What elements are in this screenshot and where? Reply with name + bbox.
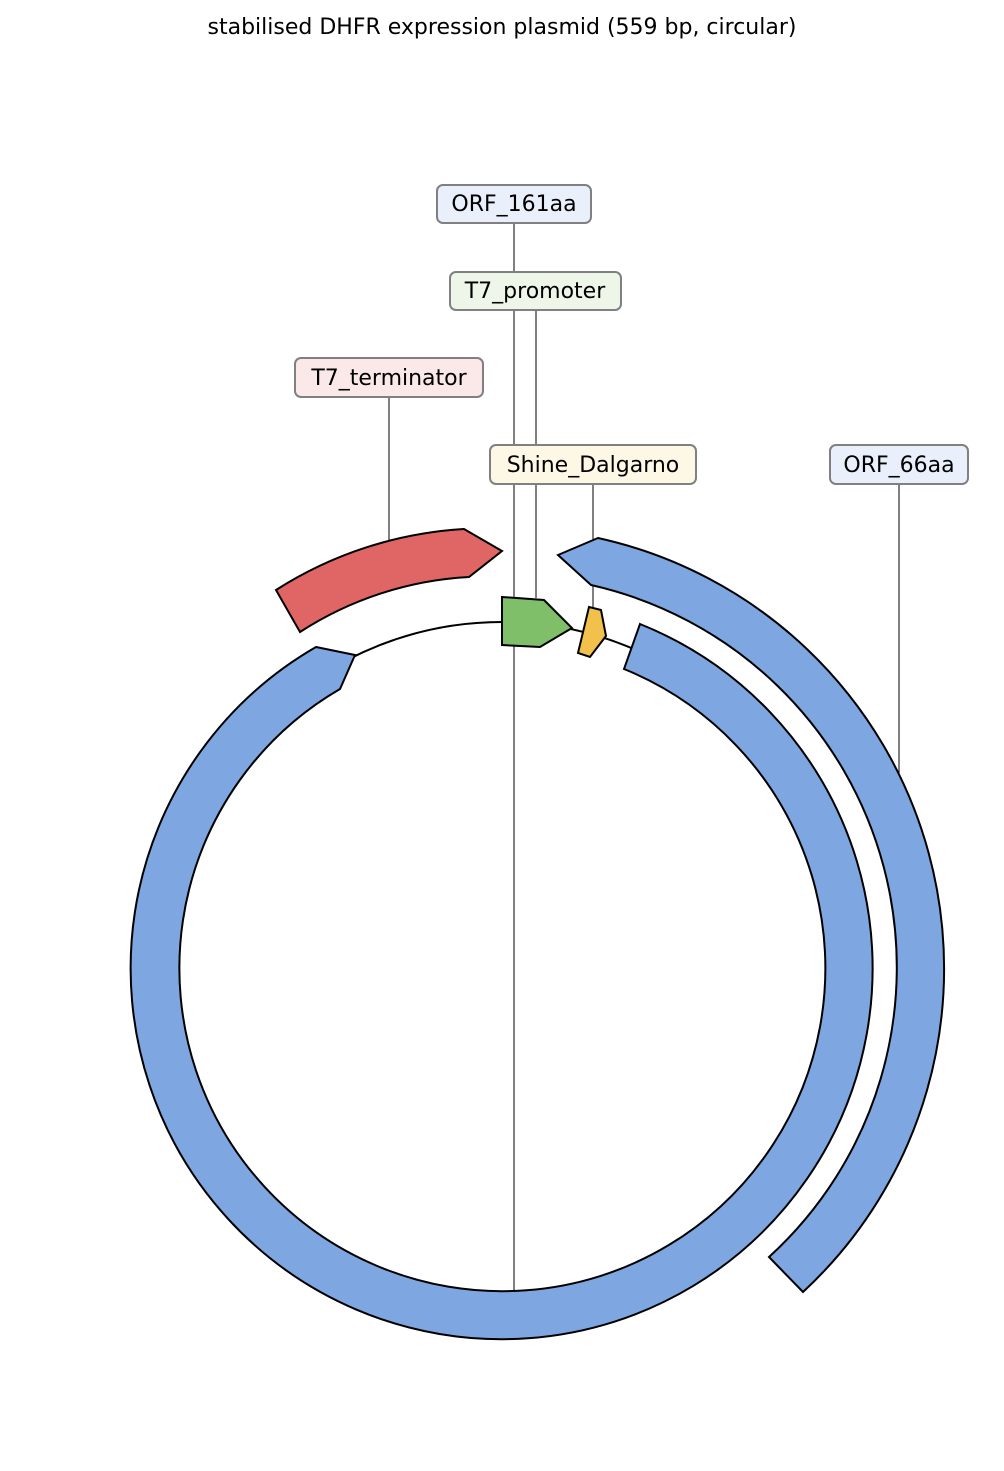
svg-text:ORF_161aa: ORF_161aa xyxy=(451,192,576,217)
label-t7-terminator[interactable]: T7_terminator xyxy=(294,357,484,398)
diagram-title: stabilised DHFR expression plasmid (559 … xyxy=(208,15,797,40)
svg-text:T7_terminator: T7_terminator xyxy=(310,366,467,391)
svg-text:ORF_66aa: ORF_66aa xyxy=(843,453,954,478)
label-t7-promoter[interactable]: T7_promoter xyxy=(449,271,622,311)
svg-text:T7_promoter: T7_promoter xyxy=(464,279,606,304)
feature-shine-dalgarno xyxy=(576,605,608,659)
label-orf161[interactable]: ORF_161aa xyxy=(436,184,592,224)
feature-t7-promoter xyxy=(501,595,574,649)
feature-orf66 xyxy=(556,536,946,1294)
svg-text:Shine_Dalgarno: Shine_Dalgarno xyxy=(507,453,680,478)
label-shine-dalgarno[interactable]: Shine_Dalgarno xyxy=(489,444,697,485)
label-orf66[interactable]: ORF_66aa xyxy=(829,444,969,485)
feature-t7-terminator xyxy=(274,527,504,634)
feature-orf161 xyxy=(129,622,874,1341)
